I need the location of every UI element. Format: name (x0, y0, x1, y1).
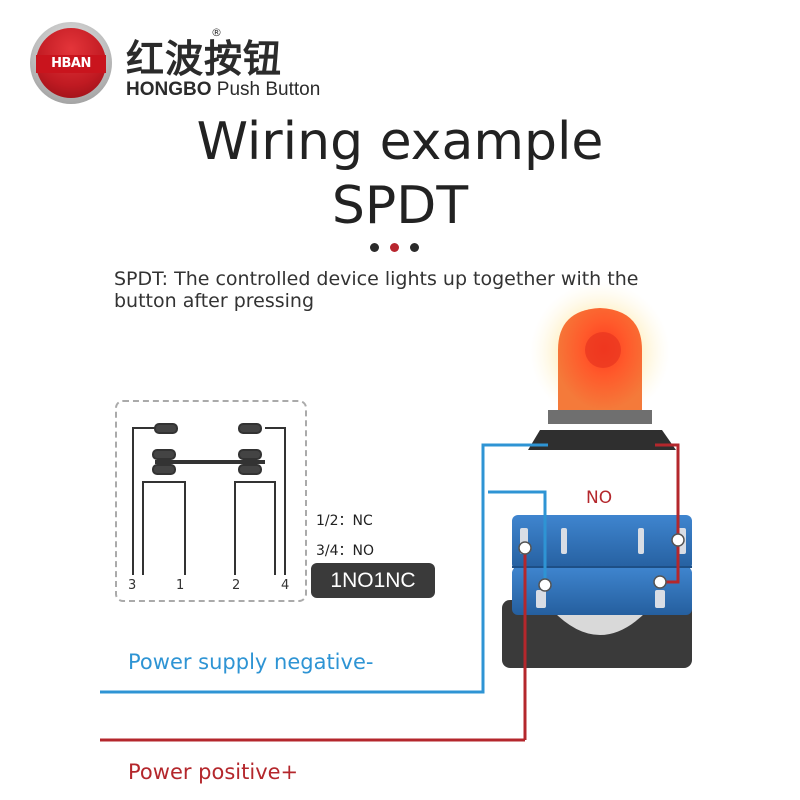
terminal-dot (653, 575, 667, 589)
lamp-collar (548, 410, 652, 424)
positive-wire-label: Power positive+ (128, 760, 299, 784)
logo-text: HBAN (51, 56, 91, 71)
terminal-2: 2 (232, 578, 241, 593)
terminal-1: 1 (176, 578, 185, 593)
contact-type-badge: 1NO1NC (311, 563, 435, 598)
hban-logo: HBAN (30, 22, 112, 104)
contact-schematic (132, 423, 286, 575)
contact-block-top (512, 515, 692, 570)
registered-mark: ® (211, 26, 222, 39)
terminal-3: 3 (128, 578, 137, 593)
divider-dot (370, 243, 379, 252)
terminal-dot (671, 533, 685, 547)
page-subtitle: SPDT (331, 176, 469, 236)
brand-chinese-name: 红波按钮 (126, 37, 283, 81)
no-contact-label: 3/4：NO (316, 543, 375, 559)
nc-contact-label: 1/2：NC (316, 513, 373, 529)
divider-dot (410, 243, 419, 252)
description-text: SPDT: The controlled device lights up to… (114, 268, 639, 312)
contact-block-bottom (512, 567, 692, 615)
page-title: Wiring example (196, 112, 604, 172)
brand-english-name: HONGBO Push Button (126, 79, 320, 101)
lamp-return-wire (655, 443, 680, 540)
brand-name-rest: Push Button (216, 79, 321, 100)
divider-dot-accent (390, 243, 399, 252)
negative-wire-label: Power supply negative- (128, 650, 374, 674)
terminal-4: 4 (281, 578, 290, 593)
negative-wire-lamp (100, 443, 548, 694)
terminal-dot (518, 541, 532, 555)
terminal-dot (538, 578, 552, 592)
schematic-box (115, 400, 307, 602)
switch-bezel (528, 430, 676, 450)
negative-wire-switch (488, 490, 547, 585)
no-contact-tag: NO (586, 488, 613, 508)
brand-name-bold: HONGBO (126, 79, 212, 100)
